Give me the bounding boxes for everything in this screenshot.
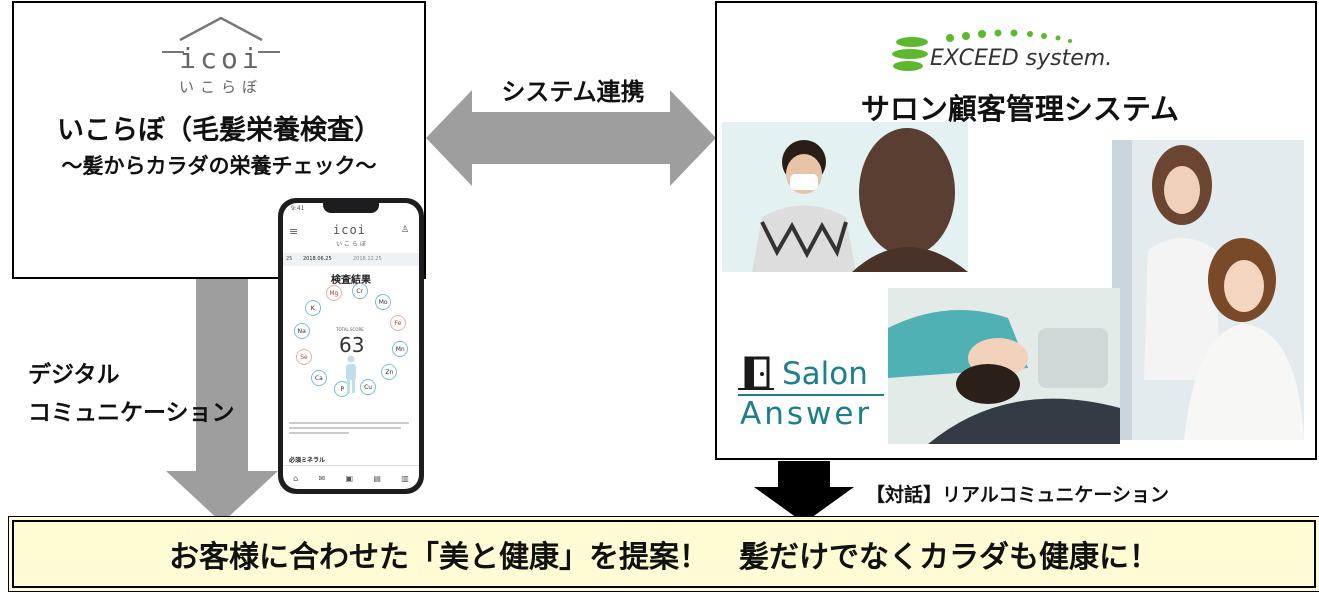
salon-answer-logo: Salon Answer (736, 356, 886, 436)
digital-line-2: コミュニケーション (28, 400, 235, 426)
element-k: K (304, 299, 321, 316)
message-icon[interactable]: ✉ (318, 473, 326, 483)
house-roof-icon (162, 16, 280, 53)
answer-word: Answer (740, 396, 873, 432)
element-cu: Cu (360, 378, 377, 395)
digital-communication-label: デジタル コミュニケーション (28, 356, 235, 432)
total-score: 63 (339, 333, 365, 357)
system-link-label: システム連携 (501, 78, 645, 106)
phone-result-title: 検査結果 (331, 275, 371, 286)
photo-shampoo-service (888, 288, 1120, 444)
real-communication-label: 【対話】リアルコミュニケーション (866, 484, 1170, 506)
icoi-subtitle: ～髪からカラダの栄養チェック～ (61, 154, 377, 178)
down-arrow-gray (166, 279, 278, 523)
phone-tab-bar (283, 253, 419, 266)
element-cr: Cr (351, 282, 368, 299)
photo-stylist-with-client (1112, 140, 1304, 440)
element-ca: Ca (310, 370, 327, 387)
element-mg: Mg (325, 285, 342, 301)
body-silhouette-icon (346, 355, 356, 393)
exceed-logo: EXCEED system. (890, 24, 1150, 78)
icoi-logo-kana: いこらぼ (178, 78, 263, 96)
exceed-dots-icon (946, 29, 1072, 43)
down-arrow-black (754, 461, 854, 523)
phone-notch (323, 203, 379, 213)
phone-logo-kana: いこらぼ (336, 241, 369, 248)
phone-time: 9:41 (291, 205, 305, 212)
phone-bottom-nav: ⌂ ✉ ▣ ▤ ▥ (283, 465, 419, 489)
phone-section-title: 必須ミネラル (289, 457, 326, 464)
phone-text-lines (289, 419, 413, 437)
shopping-icon[interactable]: ▣ (345, 473, 354, 483)
element-se: Se (296, 349, 312, 366)
element-mn: Mn (392, 340, 409, 357)
salon-word: Salon (782, 356, 868, 392)
element-fe: Fe (389, 314, 406, 331)
hamburger-menu-icon: ≡ (289, 225, 299, 238)
mypage-icon[interactable]: ▥ (401, 473, 409, 483)
icoi-logo: icoi いこらぼ (158, 14, 284, 98)
photo-stylist-consultation (722, 122, 968, 272)
home-icon[interactable]: ⌂ (293, 473, 299, 483)
phone-screen: 9:41 ≡ ♙ icoi いこらぼ 25 2018.06.25 2018.12… (283, 203, 419, 489)
icoi-title: いこらぼ（毛髪栄養検査） (57, 115, 381, 146)
column-icon[interactable]: ▤ (373, 473, 381, 483)
user-icon: ♙ (401, 225, 410, 235)
score-label: TOTAL SCORE (336, 327, 364, 332)
phone-tab-1[interactable]: 25 (286, 256, 293, 262)
banner-text: お客様に合わせた「美と健康」を提案！ 髪だけでなくカラダも健康に！ (169, 540, 1159, 575)
icoi-logo-word: icoi (179, 42, 263, 75)
exceed-swoosh-icon (892, 37, 928, 71)
phone-tab-2[interactable]: 2018.06.25 (303, 256, 332, 262)
element-na: Na (293, 323, 310, 340)
digital-line-1: デジタル (28, 362, 120, 388)
element-zn: Zn (381, 364, 398, 381)
salon-system-title: サロン顧客管理システム (860, 92, 1180, 126)
phone-logo-word: icoi (333, 223, 366, 237)
element-mo: Mo (375, 293, 392, 310)
phone-tab-3[interactable]: 2018.12.25 (353, 256, 382, 262)
smartphone-mockup: 9:41 ≡ ♙ icoi いこらぼ 25 2018.06.25 2018.12… (278, 198, 424, 494)
proposal-banner: お客様に合わせた「美と健康」を提案！ 髪だけでなくカラダも健康に！ (12, 520, 1316, 588)
two-way-arrow (426, 90, 716, 186)
logo-divider (738, 394, 884, 396)
exceed-logo-text: EXCEED system. (930, 46, 1113, 71)
door-icon (738, 356, 774, 390)
